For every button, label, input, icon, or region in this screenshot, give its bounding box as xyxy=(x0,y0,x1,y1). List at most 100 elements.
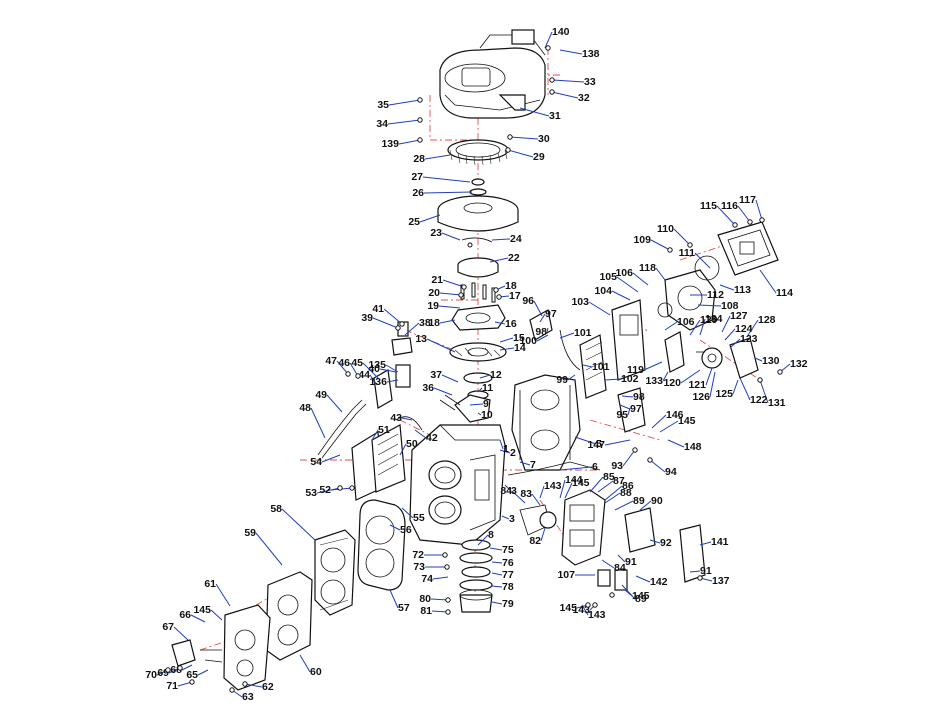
leader-line-19 xyxy=(438,305,461,309)
fastener xyxy=(549,77,555,83)
part-number-137: 137 xyxy=(712,575,730,587)
part-number-145: 145 xyxy=(678,415,696,427)
leader-line-6 xyxy=(559,466,593,471)
part-number-91: 91 xyxy=(700,565,712,577)
part-number-118: 118 xyxy=(639,262,656,274)
fastener xyxy=(349,485,355,491)
seal-plate xyxy=(449,342,507,400)
leader-line-144 xyxy=(559,479,566,499)
part-number-5: 5 xyxy=(596,438,602,450)
part-number-92: 92 xyxy=(660,537,672,549)
fastener xyxy=(461,284,467,290)
part-number-19: 19 xyxy=(427,300,439,312)
leader-line-142 xyxy=(635,575,651,583)
leader-line-78 xyxy=(491,585,503,588)
leader-line-75 xyxy=(489,547,503,551)
part-number-36: 36 xyxy=(422,382,434,394)
leader-line-80 xyxy=(430,598,449,601)
part-number-7: 7 xyxy=(530,459,536,471)
part-number-58: 58 xyxy=(270,503,282,515)
part-number-14: 14 xyxy=(514,342,526,354)
part-number-106: 106 xyxy=(677,316,695,328)
part-number-106: 106 xyxy=(615,267,633,279)
part-number-42: 42 xyxy=(426,432,438,444)
leader-line-129 xyxy=(689,319,701,336)
part-number-29: 29 xyxy=(533,151,545,163)
part-number-135: 135 xyxy=(368,359,386,371)
leader-line-85 xyxy=(589,476,604,493)
part-number-84: 84 xyxy=(614,562,626,574)
fastener xyxy=(395,325,401,331)
leader-line-43 xyxy=(401,417,413,421)
fastener xyxy=(442,552,448,558)
part-number-139: 139 xyxy=(381,138,399,150)
part-number-2: 2 xyxy=(510,447,516,459)
leader-line-111 xyxy=(694,252,711,269)
part-number-130: 130 xyxy=(762,355,780,367)
part-number-104: 104 xyxy=(594,285,612,297)
part-number-123: 123 xyxy=(740,333,758,345)
part-number-3: 3 xyxy=(511,485,517,497)
fastener xyxy=(496,294,502,300)
leader-line-32 xyxy=(551,91,579,99)
part-number-18: 18 xyxy=(428,317,440,329)
part-number-51: 51 xyxy=(378,424,390,436)
part-number-142: 142 xyxy=(650,576,668,588)
leader-line-55 xyxy=(401,507,414,519)
leader-line-127 xyxy=(721,315,731,333)
fastener xyxy=(355,373,361,379)
leader-line-125 xyxy=(732,379,739,395)
leader-line-5 xyxy=(574,436,597,445)
leader-line-96 xyxy=(533,300,543,317)
part-number-103: 103 xyxy=(571,296,589,308)
part-number-116: 116 xyxy=(721,200,738,212)
part-number-85: 85 xyxy=(603,471,615,483)
fastener xyxy=(732,222,738,228)
part-number-1: 1 xyxy=(503,443,509,455)
part-number-38: 38 xyxy=(419,317,431,329)
leader-line-140 xyxy=(544,31,553,49)
fastener xyxy=(458,292,464,298)
leader-line-37 xyxy=(441,374,459,383)
part-number-127: 127 xyxy=(730,310,748,322)
leader-line-109 xyxy=(650,239,671,251)
part-number-82: 82 xyxy=(529,535,541,547)
part-number-112: 112 xyxy=(707,289,724,301)
part-number-33: 33 xyxy=(584,76,596,88)
leader-line-84 xyxy=(511,490,526,504)
leader-line-27 xyxy=(422,176,471,183)
part-number-79: 79 xyxy=(502,598,514,610)
leader-line-97 xyxy=(539,313,546,323)
leader-line-93 xyxy=(622,449,636,467)
leader-line-42 xyxy=(414,429,427,439)
fastener xyxy=(505,147,511,153)
leader-line-57 xyxy=(389,589,399,609)
part-number-37: 37 xyxy=(430,369,442,381)
part-number-31: 31 xyxy=(549,110,561,122)
leader-line-134 xyxy=(699,318,706,336)
leader-line-20 xyxy=(439,292,462,296)
part-number-54: 54 xyxy=(310,456,322,468)
part-number-113: 113 xyxy=(734,284,751,296)
leader-line-24 xyxy=(491,238,511,241)
leader-line-92 xyxy=(649,539,661,544)
leader-line-83 xyxy=(531,493,541,506)
leader-line-108 xyxy=(697,304,722,307)
leader-line-53 xyxy=(316,487,341,494)
part-number-77: 77 xyxy=(502,569,514,581)
part-number-62: 62 xyxy=(262,681,274,693)
leader-line-8 xyxy=(477,534,489,546)
leader-line-33 xyxy=(552,79,585,83)
part-number-13: 13 xyxy=(415,333,427,345)
leader-line-29 xyxy=(507,149,534,158)
leader-line-77 xyxy=(491,572,503,576)
fastener xyxy=(759,217,765,223)
leader-line-60 xyxy=(299,654,311,673)
part-number-95: 95 xyxy=(616,409,628,421)
fastener xyxy=(177,665,183,671)
part-number-9: 9 xyxy=(483,398,489,410)
leader-line-58 xyxy=(281,508,316,541)
part-number-11: 11 xyxy=(482,382,493,394)
part-number-72: 72 xyxy=(412,549,424,561)
